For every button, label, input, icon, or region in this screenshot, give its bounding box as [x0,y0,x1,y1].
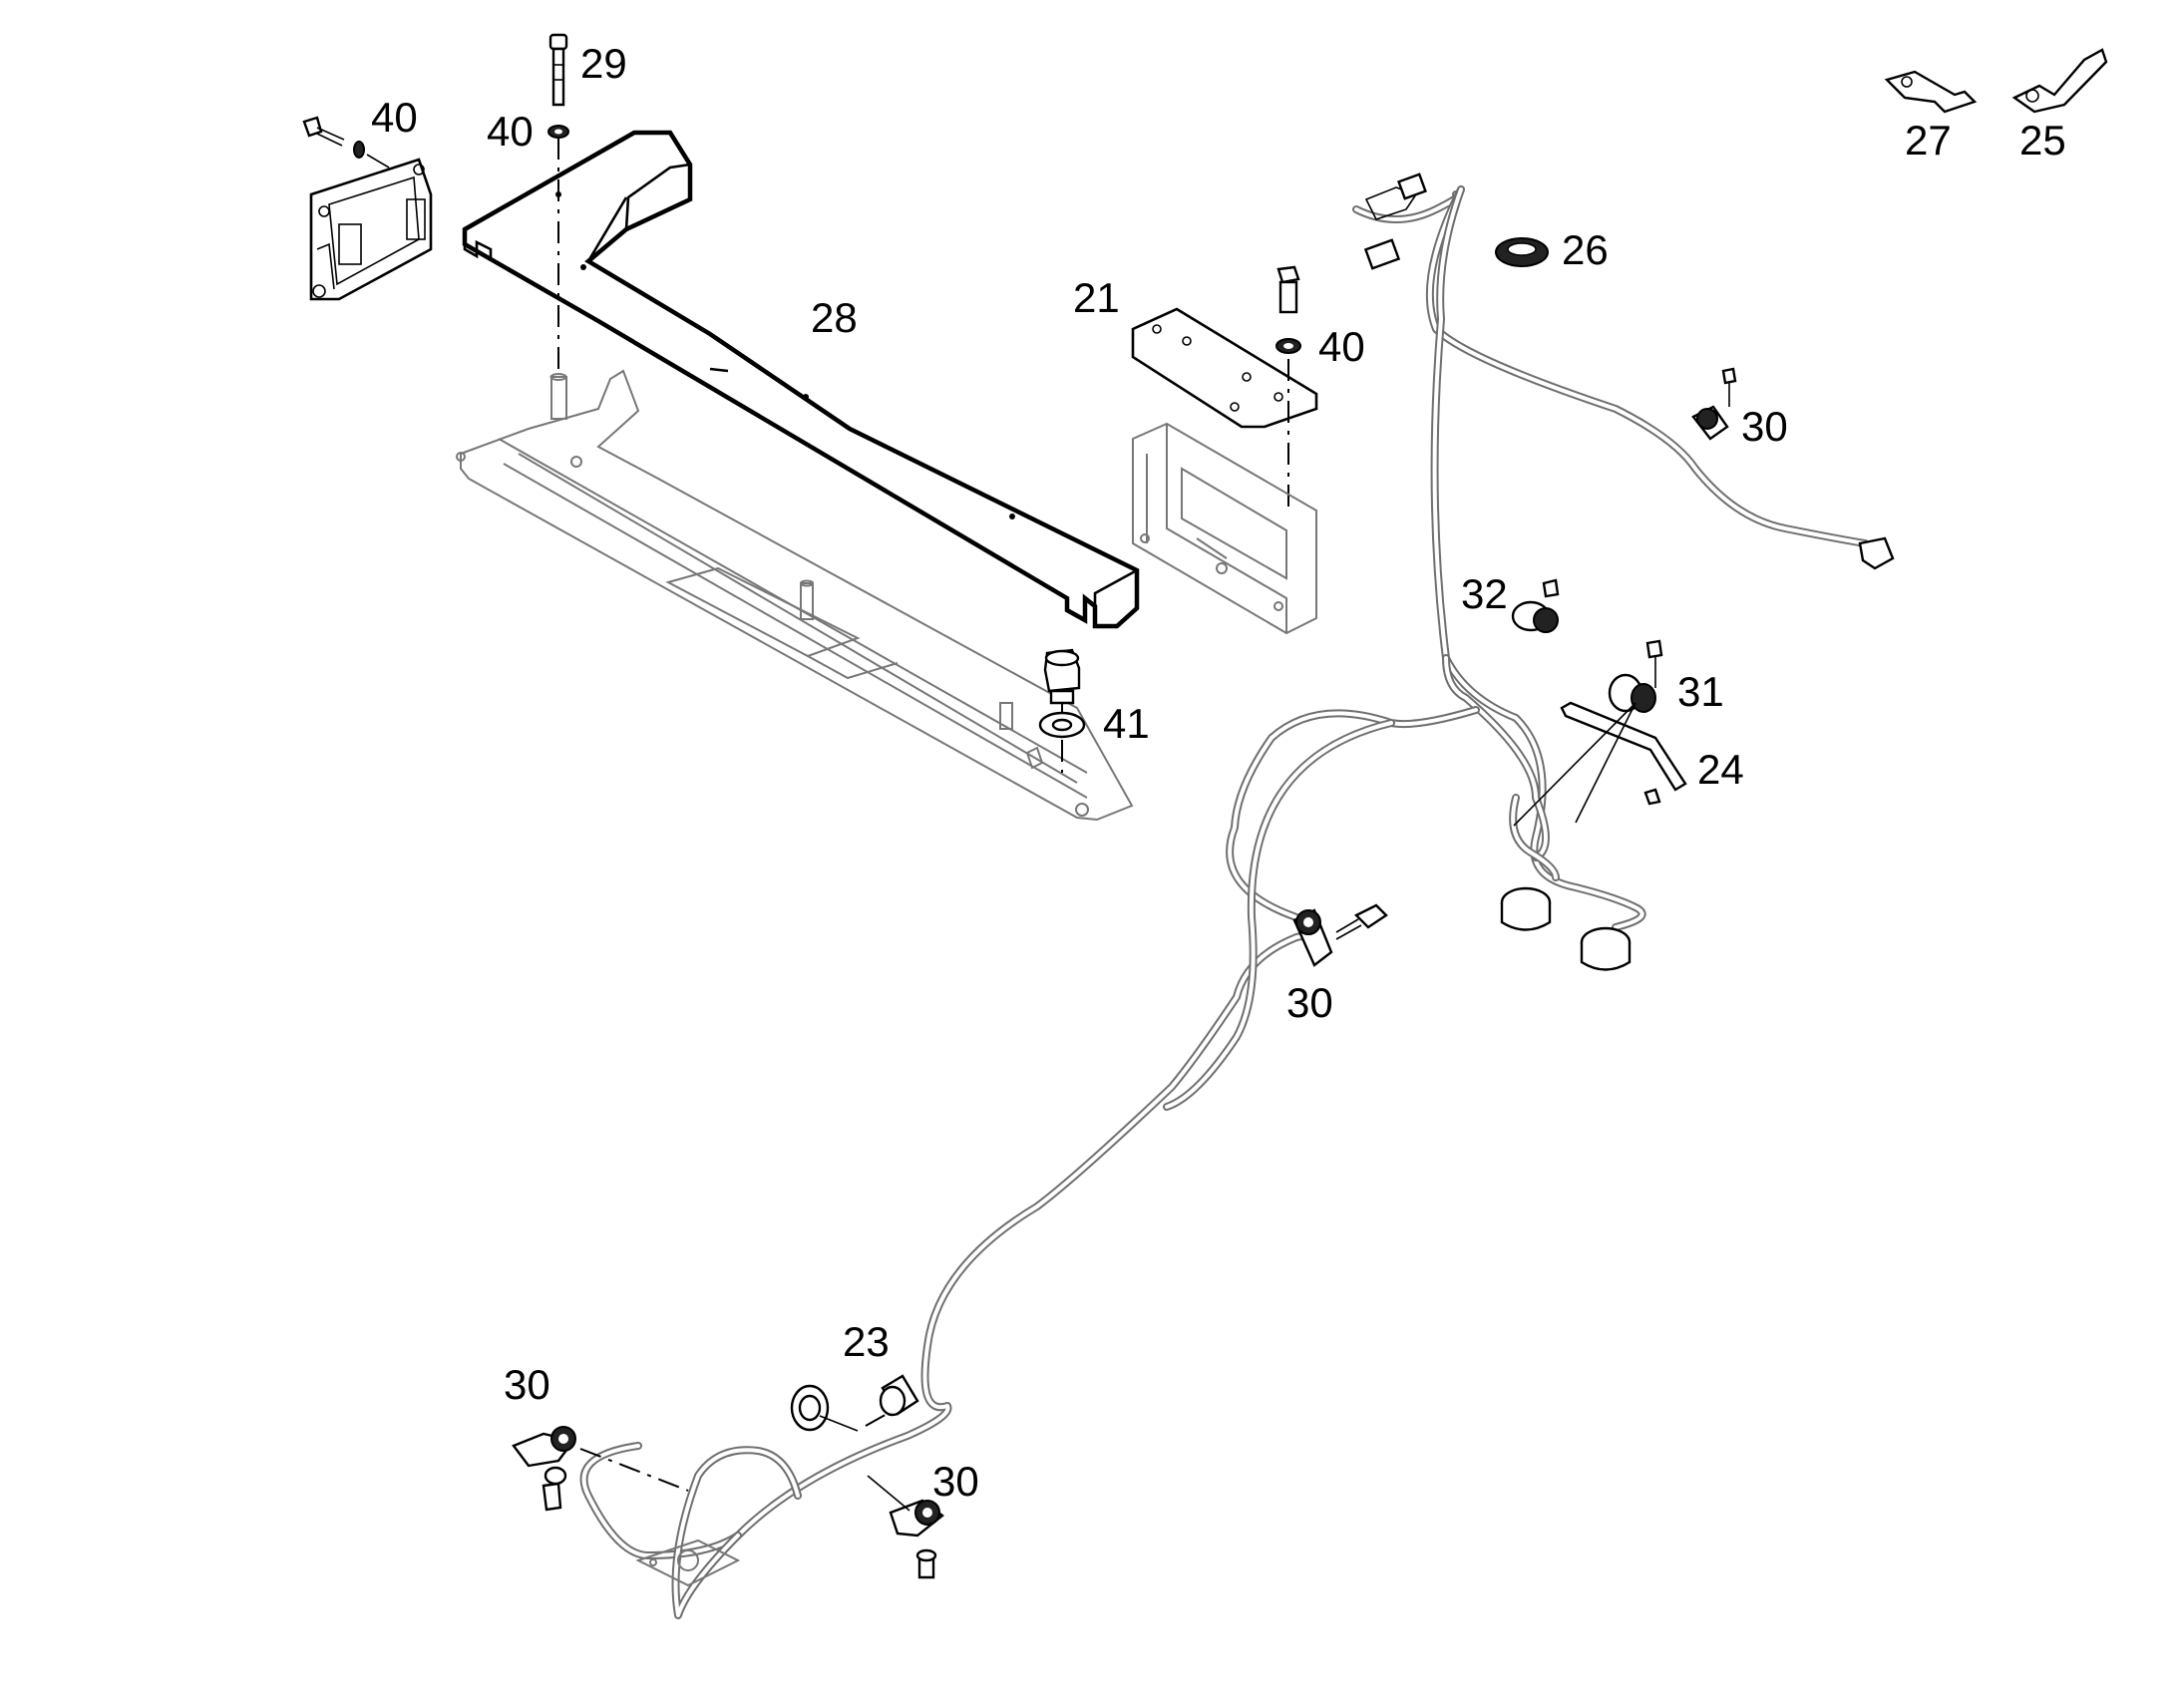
connector-base-plate [635,1538,741,1587]
callout-40-bracket: 40 [371,94,418,141]
callout-31: 31 [1677,668,1724,715]
callout-30-lower-left: 30 [504,1361,550,1408]
wiring-harness-upper [1352,172,1895,931]
callout-40-plate: 40 [1318,323,1365,370]
centerline-30-lower-left [579,1448,689,1492]
plate-21 [1131,307,1318,429]
connector-left-round [1500,886,1552,931]
strap-24 [1513,701,1687,827]
clip-30-lower-right [889,1499,944,1579]
terminal-27 [1884,70,1978,114]
callout-26: 26 [1562,226,1609,273]
callout-30-upper-right: 30 [1741,403,1788,450]
grommet-26 [1495,237,1549,267]
bolt-40-plate [1275,265,1301,354]
callout-41: 41 [1103,700,1150,747]
callout-30-middle: 30 [1286,979,1333,1026]
callout-40-washer: 40 [487,108,534,155]
callout-32: 32 [1461,570,1508,617]
mounting-box [1132,422,1317,635]
callout-25: 25 [2019,117,2066,164]
callout-30-lower-right: 30 [932,1458,979,1505]
base-frame [456,369,1134,822]
bolt-40-left [302,116,390,169]
plug-41 [1038,648,1086,739]
bolt-29 [547,33,569,139]
callout-24: 24 [1697,746,1744,793]
leader-30-lower-right [867,1475,910,1512]
terminal-25 [2011,48,2108,114]
callout-27: 27 [1905,117,1952,164]
connector-round-lower [790,1384,859,1432]
callout-29: 29 [580,40,627,87]
cover-plate-28 [462,130,1140,629]
callout-23: 23 [843,1318,890,1365]
clip-30-middle [1292,903,1388,967]
plug-23 [879,1374,919,1417]
clip-30-upper-right [1691,367,1737,441]
clip-32 [1511,578,1560,633]
connector-right-round [1580,926,1632,971]
clamp-31 [1608,639,1663,713]
callout-21: 21 [1073,274,1120,321]
mounting-bracket [309,158,433,301]
clip-30-lower-left [512,1426,576,1512]
callout-28: 28 [811,294,858,341]
wiring-harness-lower [579,706,1480,1619]
